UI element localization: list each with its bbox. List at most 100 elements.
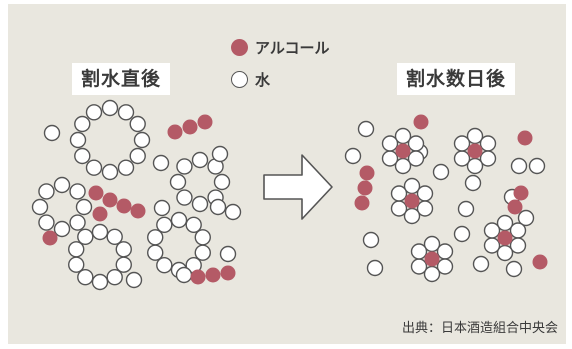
water-molecule xyxy=(453,135,471,152)
alcohol-molecule xyxy=(92,206,108,222)
water-molecule xyxy=(101,99,119,117)
water-molecule xyxy=(129,115,146,133)
water-molecule xyxy=(115,241,132,258)
water-molecule xyxy=(117,159,135,176)
water-molecule xyxy=(381,135,399,152)
water-molecule xyxy=(472,255,490,273)
water-molecule xyxy=(479,150,497,167)
water-molecule xyxy=(117,104,135,121)
water-molecule xyxy=(31,198,49,216)
water-molecule xyxy=(68,256,85,273)
legend-label-water: 水 xyxy=(255,70,271,89)
water-molecule xyxy=(211,145,229,163)
after-label: 割水数日後 xyxy=(397,63,516,95)
alcohol-molecule xyxy=(507,199,523,215)
alcohol-molecule xyxy=(424,251,440,267)
water-molecule xyxy=(357,120,375,138)
water-molecule xyxy=(68,241,85,258)
water-molecule xyxy=(517,209,535,227)
water-molecule xyxy=(185,216,202,233)
water-molecule xyxy=(133,131,151,149)
water-molecule xyxy=(38,183,55,200)
water-molecule xyxy=(410,243,428,260)
water-swatch xyxy=(231,70,248,88)
water-molecule xyxy=(106,228,123,245)
water-molecule xyxy=(483,237,501,254)
alcohol-molecule xyxy=(167,124,183,140)
water-molecule xyxy=(191,195,209,213)
alcohol-molecule xyxy=(497,230,513,246)
alcohol-molecule xyxy=(513,185,529,201)
water-molecule xyxy=(390,200,408,217)
water-molecule xyxy=(416,185,434,202)
water-molecule xyxy=(483,222,501,239)
alcohol-molecule xyxy=(205,267,221,283)
water-molecule xyxy=(115,256,132,273)
water-molecule xyxy=(91,223,109,241)
water-molecule xyxy=(156,257,173,274)
water-molecule xyxy=(209,198,227,216)
alcohol-molecule xyxy=(404,193,420,209)
water-molecule xyxy=(436,243,454,260)
water-molecule xyxy=(191,151,209,169)
alcohol-swatch xyxy=(231,38,248,56)
water-molecule xyxy=(153,199,171,217)
water-molecule xyxy=(176,158,193,175)
alcohol-molecule xyxy=(359,165,375,181)
alcohol-molecule xyxy=(116,198,132,214)
water-molecule xyxy=(147,229,164,246)
alcohol-molecule xyxy=(357,180,373,196)
water-molecule xyxy=(436,258,454,275)
water-molecule xyxy=(176,189,193,206)
alcohol-molecule xyxy=(517,130,533,146)
water-molecule xyxy=(366,259,384,277)
water-molecule xyxy=(74,115,91,133)
water-molecule xyxy=(53,176,71,194)
alcohol-molecule xyxy=(88,185,104,201)
water-molecule xyxy=(91,273,109,291)
legend: アルコール 水 xyxy=(231,36,330,100)
water-molecule xyxy=(170,211,188,229)
water-molecule xyxy=(38,214,55,231)
alcohol-molecule xyxy=(182,119,198,135)
water-molecule xyxy=(101,163,119,181)
legend-label-alcohol: アルコール xyxy=(255,38,330,57)
water-molecule xyxy=(106,269,123,286)
water-molecule xyxy=(505,260,523,278)
water-molecule xyxy=(432,163,450,181)
water-molecule xyxy=(224,203,242,221)
water-molecule xyxy=(125,271,143,289)
water-molecule xyxy=(479,135,497,152)
water-molecule xyxy=(169,173,187,191)
legend-item-water: 水 xyxy=(231,68,330,90)
water-molecule xyxy=(407,150,425,167)
water-molecule xyxy=(381,150,399,167)
alcohol-molecule xyxy=(532,254,548,270)
water-molecule xyxy=(156,216,173,233)
water-molecule xyxy=(129,147,146,165)
water-molecule xyxy=(85,159,103,176)
alcohol-molecule xyxy=(354,195,370,211)
water-molecule xyxy=(53,220,71,238)
water-molecule xyxy=(213,173,231,191)
alcohol-molecule xyxy=(220,265,236,281)
alcohol-molecule xyxy=(467,143,483,159)
water-molecule xyxy=(43,124,61,142)
water-molecule xyxy=(407,135,425,152)
water-molecule xyxy=(390,185,408,202)
water-molecule xyxy=(528,157,546,175)
water-molecule xyxy=(77,228,94,245)
water-molecule xyxy=(509,237,527,254)
alcohol-molecule xyxy=(190,269,206,285)
water-molecule xyxy=(69,183,86,200)
water-molecule xyxy=(416,200,434,217)
water-molecule xyxy=(457,200,475,218)
water-molecule xyxy=(77,269,94,286)
water-molecule xyxy=(69,131,87,149)
water-molecule xyxy=(85,104,103,121)
water-molecule xyxy=(194,229,211,246)
water-molecule xyxy=(453,225,471,243)
water-molecule xyxy=(175,266,193,284)
